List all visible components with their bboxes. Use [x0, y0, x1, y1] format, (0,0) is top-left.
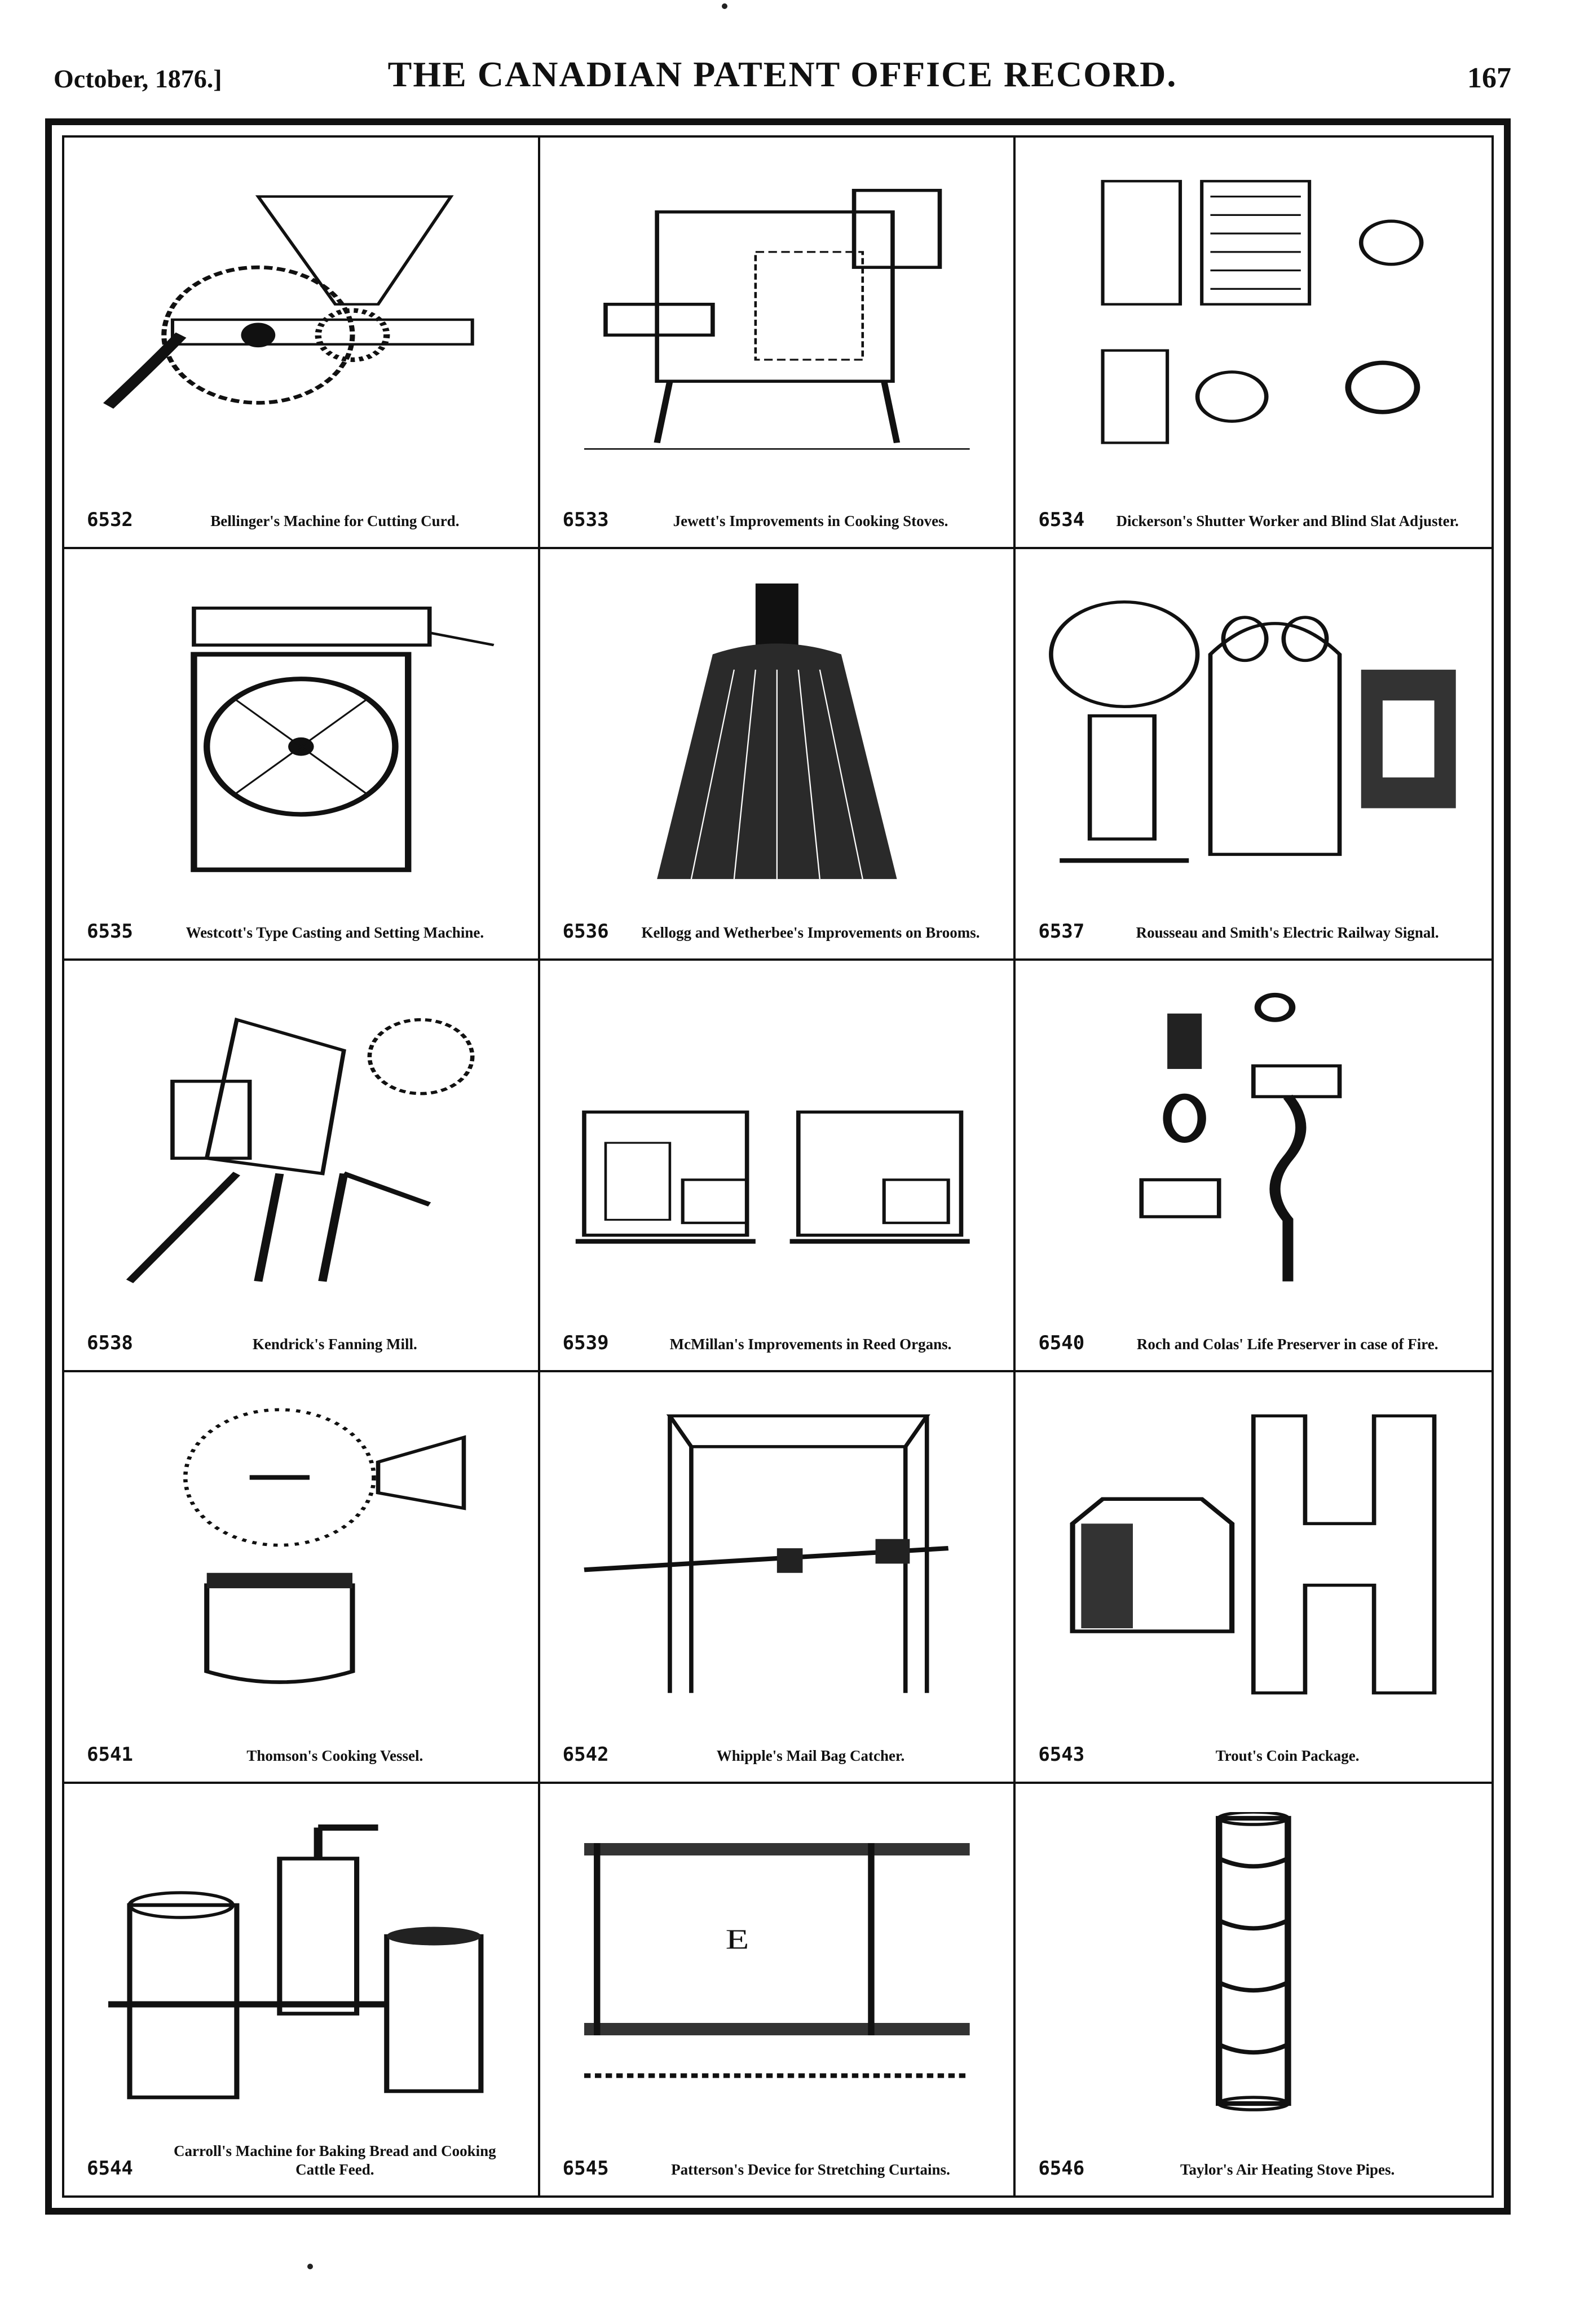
page-header: October, 1876.] THE CANADIAN PATENT OFFI…	[54, 54, 1511, 104]
railway-signal-illustration	[1038, 577, 1469, 885]
patent-cell-6544: 6544 Carroll's Machine for Baking Bread …	[64, 1784, 540, 2195]
patent-caption: Dickerson's Shutter Worker and Blind Sla…	[1116, 512, 1459, 530]
patent-cell-6540: 6540 Roch and Colas' Life Preserver in c…	[1016, 961, 1491, 1372]
patent-cell-6543: 6543 Trout's Coin Package.	[1016, 1372, 1491, 1784]
reed-organ-illustration	[563, 989, 991, 1297]
print-speck	[722, 3, 727, 9]
patent-number: 6534	[1038, 509, 1085, 531]
page-number: 167	[1467, 62, 1511, 94]
patent-caption: Bellinger's Machine for Cutting Curd.	[210, 512, 460, 530]
patent-number: 6533	[562, 509, 609, 531]
patent-caption: Rousseau and Smith's Electric Railway Si…	[1136, 924, 1439, 942]
stove-pipe-illustration	[1038, 1812, 1469, 2122]
illustration-plate: 6532 Bellinger's Machine for Cutting Cur…	[45, 118, 1511, 2215]
mail-bag-catcher-illustration	[563, 1400, 991, 1708]
patent-caption: Whipple's Mail Bag Catcher.	[716, 1747, 905, 1765]
patent-caption: Kendrick's Fanning Mill.	[252, 1336, 417, 1353]
patent-number: 6532	[87, 509, 133, 531]
coin-package-illustration	[1038, 1400, 1469, 1708]
bread-baking-machine-illustration	[87, 1812, 515, 2122]
patent-cell-6538: 6538 Kendrick's Fanning Mill.	[64, 961, 540, 1372]
patent-grid: 6532 Bellinger's Machine for Cutting Cur…	[62, 135, 1494, 2198]
issue-date: October, 1876.]	[54, 64, 222, 93]
patent-caption: Roch and Colas' Life Preserver in case o…	[1136, 1336, 1438, 1353]
patent-cell-6537: 6537 Rousseau and Smith's Electric Railw…	[1016, 549, 1491, 961]
patent-caption: Taylor's Air Heating Stove Pipes.	[1180, 2161, 1395, 2179]
cooking-vessel-illustration	[87, 1400, 515, 1708]
patent-cell-6545: E 6545 Patterson's Device for Stretching…	[540, 1784, 1016, 2195]
publication-title: THE CANADIAN PATENT OFFICE RECORD.	[387, 54, 1177, 94]
fanning-mill-illustration	[87, 989, 515, 1297]
patent-caption: Westcott's Type Casting and Setting Mach…	[186, 924, 484, 942]
patent-number: 6538	[87, 1332, 133, 1354]
curd-cutting-machine-illustration	[87, 166, 515, 474]
patent-cell-6539: 6539 McMillan's Improvements in Reed Org…	[540, 961, 1016, 1372]
patent-caption: McMillan's Improvements in Reed Organs.	[669, 1336, 952, 1353]
patent-cell-6532: 6532 Bellinger's Machine for Cutting Cur…	[64, 138, 540, 549]
patent-cell-6536: 6536 Kellogg and Wetherbee's Improvement…	[540, 549, 1016, 961]
patent-cell-6533: 6533 Jewett's Improvements in Cooking St…	[540, 138, 1016, 549]
svg-text:E: E	[725, 1924, 749, 1955]
patent-number: 6537	[1038, 920, 1085, 943]
patent-caption: Kellogg and Wetherbee's Improvements on …	[641, 924, 980, 942]
patent-number: 6546	[1038, 2157, 1085, 2180]
patent-number: 6541	[87, 1743, 133, 1766]
patent-cell-6546: 6546 Taylor's Air Heating Stove Pipes.	[1016, 1784, 1491, 2195]
patent-cell-6541: 6541 Thomson's Cooking Vessel.	[64, 1372, 540, 1784]
patent-number: 6545	[562, 2157, 609, 2180]
patent-number: 6540	[1038, 1332, 1085, 1354]
patent-caption: Thomson's Cooking Vessel.	[246, 1747, 423, 1765]
patent-number: 6544	[87, 2157, 133, 2180]
patent-caption: Patterson's Device for Stretching Curtai…	[671, 2161, 950, 2179]
patent-number: 6542	[562, 1743, 609, 1766]
patent-caption: Carroll's Machine for Baking Bread and C…	[174, 2142, 496, 2179]
life-preserver-illustration	[1038, 989, 1469, 1297]
curtain-stretcher-illustration: E	[563, 1812, 991, 2122]
patent-caption: Jewett's Improvements in Cooking Stoves.	[673, 512, 948, 530]
patent-number: 6543	[1038, 1743, 1085, 1766]
type-casting-machine-illustration	[87, 577, 515, 885]
patent-caption: Trout's Coin Package.	[1215, 1747, 1360, 1765]
patent-number: 6539	[562, 1332, 609, 1354]
broom-illustration	[563, 577, 991, 885]
patent-number: 6536	[562, 920, 609, 943]
print-speck	[307, 2264, 313, 2269]
patent-cell-6535: 6535 Westcott's Type Casting and Setting…	[64, 549, 540, 961]
shutter-worker-illustration	[1038, 166, 1469, 474]
cooking-stove-illustration	[563, 166, 991, 474]
patent-cell-6534: 6534 Dickerson's Shutter Worker and Blin…	[1016, 138, 1491, 549]
patent-number: 6535	[87, 920, 133, 943]
patent-cell-6542: 6542 Whipple's Mail Bag Catcher.	[540, 1372, 1016, 1784]
